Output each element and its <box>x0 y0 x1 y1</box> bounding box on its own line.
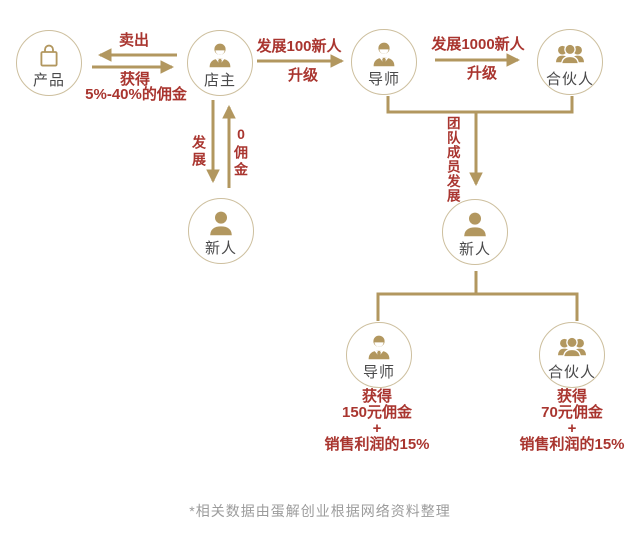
node-partner-bottom-label: 合伙人 <box>547 364 596 381</box>
person-icon <box>459 209 491 241</box>
node-shop-owner-label: 店主 <box>203 72 236 89</box>
reward-mentor-line: + <box>372 420 382 437</box>
reward-partner-line: 销售利润的15% <box>519 436 625 453</box>
label-zero-commission: 0佣金 <box>233 126 249 179</box>
group-icon <box>556 332 588 364</box>
label-sell-out: 卖出 <box>118 32 150 49</box>
label-develop-1000: 发展1000新人 <box>431 36 525 53</box>
node-newcomer-right-label: 新人 <box>458 241 491 258</box>
node-product-label: 产品 <box>32 72 65 89</box>
reward-partner-line: 70元佣金 <box>541 404 603 421</box>
node-newcomer-right: 新人 <box>442 199 508 265</box>
node-partner-top: 合伙人 <box>537 29 603 95</box>
node-shop-owner: 店主 <box>187 30 253 96</box>
label-develop-vertical: 发展 <box>191 135 207 169</box>
label-develop-100: 发展100新人 <box>256 38 342 55</box>
node-newcomer-left-label: 新人 <box>204 240 237 257</box>
suit-person-icon <box>368 39 400 71</box>
reward-mentor-line: 获得 <box>361 388 392 405</box>
bracket-branch-bottom <box>376 292 579 321</box>
reward-mentor-line: 150元佣金 <box>341 404 413 421</box>
node-product: 产品 <box>16 30 82 96</box>
label-upgrade-2: 升级 <box>466 65 498 82</box>
node-mentor-top: 导师 <box>351 29 417 95</box>
node-partner-top-label: 合伙人 <box>545 71 594 88</box>
bag-icon <box>33 40 65 72</box>
source-caption: *相关数据由蛋解创业根据网络资料整理 <box>189 503 451 519</box>
reward-mentor-line: 销售利润的15% <box>324 436 430 453</box>
label-upgrade-1: 升级 <box>287 67 319 84</box>
node-mentor-bottom-label: 导师 <box>362 364 395 381</box>
node-mentor-bottom: 导师 <box>346 322 412 388</box>
node-mentor-top-label: 导师 <box>367 71 400 88</box>
suit-person-icon <box>363 332 395 364</box>
node-partner-bottom: 合伙人 <box>539 322 605 388</box>
node-newcomer-left: 新人 <box>188 198 254 264</box>
reward-partner: 获得 70元佣金 + 销售利润的15% <box>519 389 624 453</box>
group-icon <box>554 39 586 71</box>
reward-partner-line: 获得 <box>556 388 587 405</box>
label-gain: 获得 <box>119 71 151 88</box>
reward-partner-line: + <box>567 420 577 437</box>
label-commission-rate: 5%-40%的佣金 <box>85 86 187 103</box>
suit-person-icon <box>204 40 236 72</box>
reward-mentor: 获得 150元佣金 + 销售利润的15% <box>324 389 429 453</box>
bracket-team-top <box>386 96 574 114</box>
label-team-member-develop: 团队成员发展 <box>444 116 460 203</box>
person-icon <box>205 208 237 240</box>
